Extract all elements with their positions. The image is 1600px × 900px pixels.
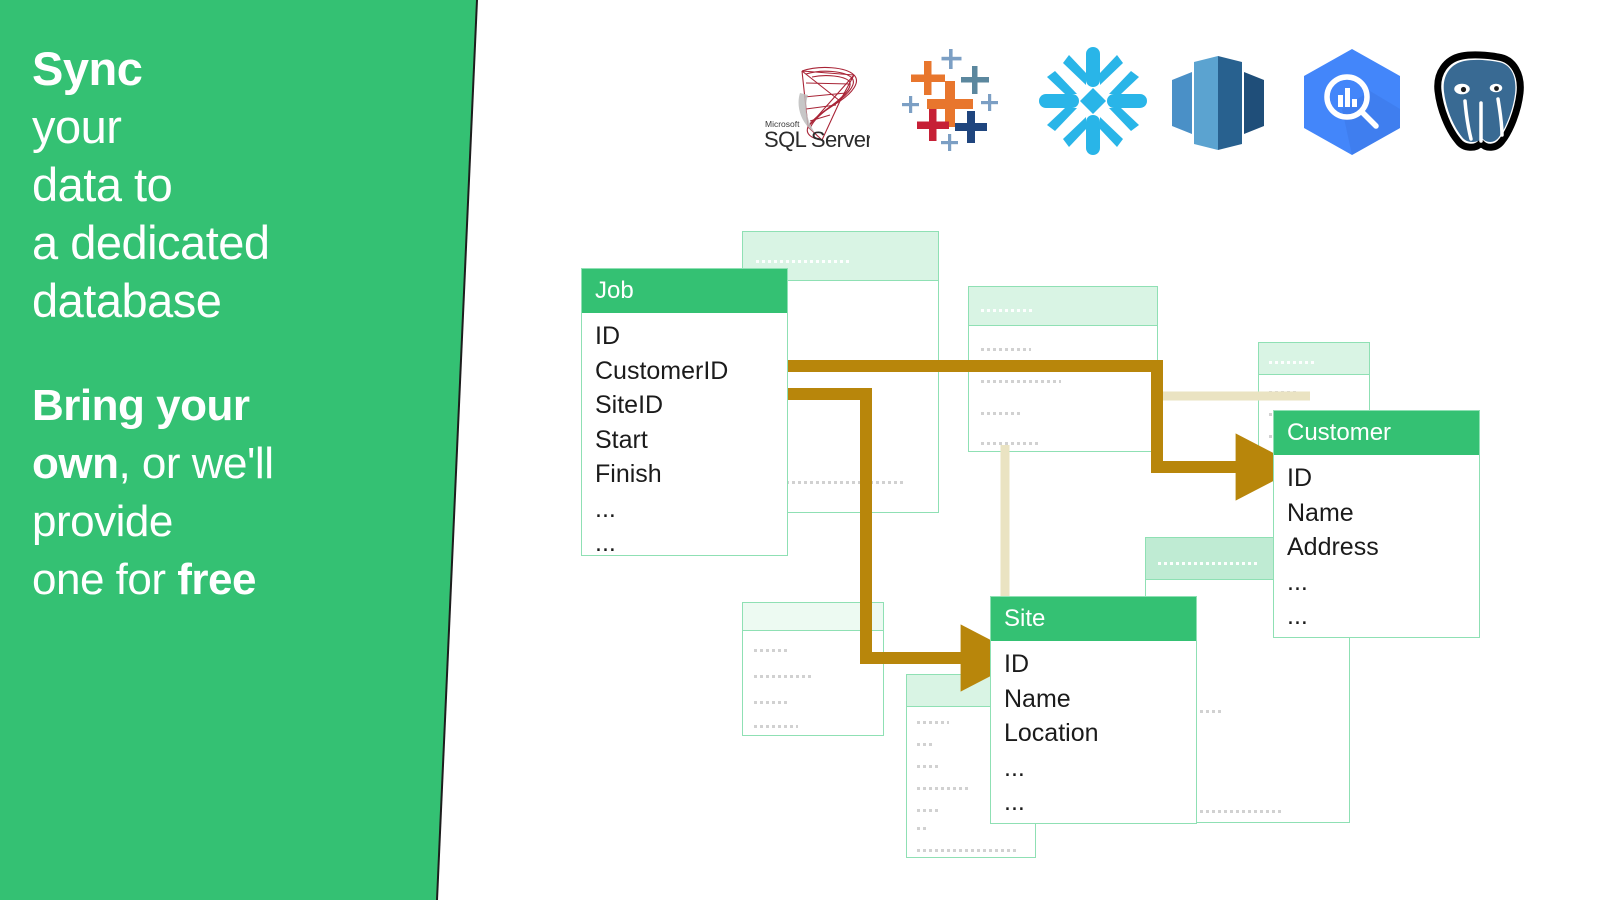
headline-line: a dedicated <box>32 216 270 269</box>
background-table <box>968 286 1158 452</box>
table-field: ... <box>1004 753 1025 782</box>
headline-line: data to <box>32 158 173 211</box>
table-field: ... <box>1004 788 1025 816</box>
postgresql-logo <box>1418 45 1528 157</box>
background-table-header <box>969 287 1157 326</box>
hero-green-panel <box>0 0 477 900</box>
table-site[interactable]: Site ID Name Location ... ... <box>990 596 1197 824</box>
table-field: SiteID <box>595 391 664 419</box>
database-logo-row: Microsoft SQL Server <box>760 45 1560 165</box>
table-site-title: Site <box>991 597 1196 641</box>
table-job[interactable]: Job ID CustomerID SiteID Start Finish ..… <box>581 268 788 557</box>
table-field: ID <box>1287 464 1312 492</box>
table-field: ... <box>595 529 616 557</box>
table-field: ... <box>1287 602 1308 630</box>
table-field: ID <box>595 322 620 350</box>
headline-line: your <box>32 100 122 153</box>
background-table-header <box>743 603 883 631</box>
svg-text:Microsoft: Microsoft <box>765 119 800 129</box>
svg-text:SQL Server: SQL Server <box>764 127 870 152</box>
background-table <box>742 602 884 736</box>
snowflake-logo <box>1038 45 1148 157</box>
table-field: Location <box>1004 719 1099 747</box>
table-field: Start <box>595 425 648 454</box>
table-field: ... <box>1287 567 1308 596</box>
headline-block: Sync your data to a dedicated database <box>32 40 432 330</box>
table-customer[interactable]: Customer ID Name Address ... ... <box>1273 410 1480 638</box>
microsoft-sql-server-logo: Microsoft SQL Server <box>760 53 873 153</box>
table-field: ID <box>1004 650 1029 678</box>
subheadline-line: Bring your <box>32 381 250 430</box>
headline-line: Sync <box>32 42 143 95</box>
table-site-fields: ID Name Location ... ... <box>991 641 1196 830</box>
table-job-title: Job <box>582 269 787 313</box>
table-field: Name <box>1287 498 1354 527</box>
table-field: Name <box>1004 684 1071 713</box>
subheadline-block: Bring your own, or we'll provide one for… <box>32 377 432 609</box>
table-field: CustomerID <box>595 356 729 385</box>
table-job-fields: ID CustomerID SiteID Start Finish ... ..… <box>582 313 787 571</box>
subheadline-line: one for free <box>32 555 256 604</box>
subheadline-line: provide <box>32 497 173 546</box>
background-table-header <box>1259 343 1369 375</box>
table-field: Address <box>1287 533 1379 561</box>
subheadline-line: own, or we'll <box>32 439 274 488</box>
table-customer-title: Customer <box>1274 411 1479 455</box>
table-field: Finish <box>595 460 662 488</box>
table-customer-fields: ID Name Address ... ... <box>1274 455 1479 644</box>
google-bigquery-logo <box>1298 47 1406 157</box>
headline-line: database <box>32 274 222 327</box>
hero-copy: Sync your data to a dedicated database B… <box>32 40 432 609</box>
tableau-logo <box>898 49 1002 153</box>
table-field: ... <box>595 494 616 523</box>
amazon-redshift-logo <box>1168 52 1268 154</box>
